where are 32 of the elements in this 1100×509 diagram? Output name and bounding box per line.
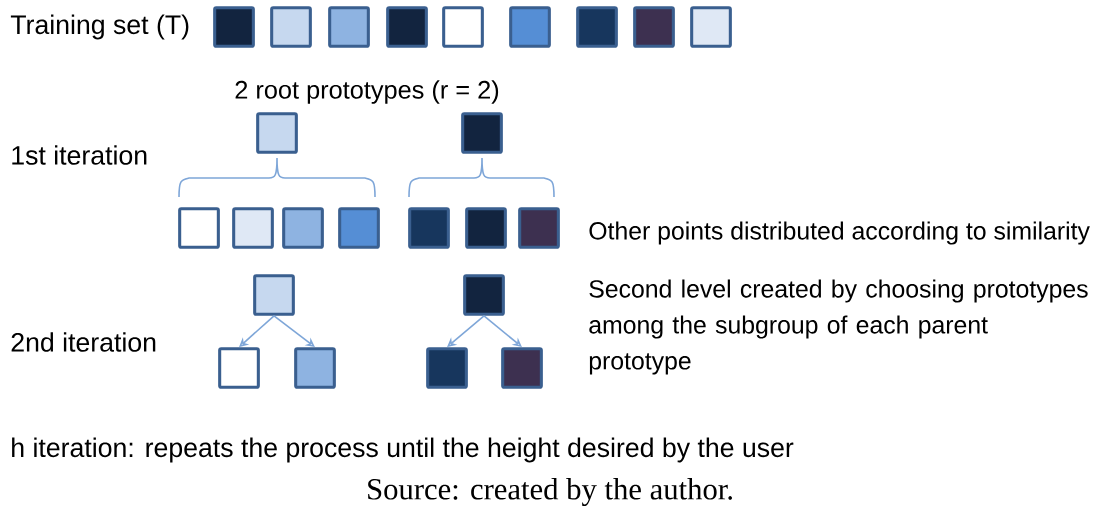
square	[509, 6, 551, 48]
heading-label: Second level created by choosing prototypes among the subgroup of each parent prototype	[589, 279, 1088, 375]
heading-label: 1st iteration	[12, 145, 147, 165]
square	[465, 207, 507, 249]
square	[501, 347, 543, 389]
square	[408, 207, 450, 249]
heading-label: Other points distributed according to similarity	[589, 221, 1090, 245]
square	[270, 6, 312, 48]
square	[213, 6, 255, 48]
square	[218, 347, 260, 389]
square	[576, 6, 618, 48]
square	[294, 347, 336, 389]
square	[633, 6, 675, 48]
square	[690, 6, 732, 48]
heading-label: h iteration: repeats the process until the height desired by the user	[12, 437, 794, 463]
note-text: 2 root prototypes (r = 2)	[235, 80, 499, 104]
square	[338, 207, 380, 249]
heading-label: Training set (T)	[10, 14, 189, 40]
square	[282, 207, 324, 249]
square	[386, 6, 428, 48]
square	[328, 6, 370, 48]
square	[253, 274, 295, 316]
square	[461, 112, 503, 154]
square	[256, 112, 298, 154]
square	[232, 207, 274, 249]
square	[426, 347, 468, 389]
square	[442, 6, 484, 48]
caption: Source: created by the author.	[368, 478, 732, 506]
square	[463, 274, 505, 316]
heading-label: 2nd iteration	[11, 332, 156, 352]
square	[178, 207, 220, 249]
square	[518, 207, 560, 249]
